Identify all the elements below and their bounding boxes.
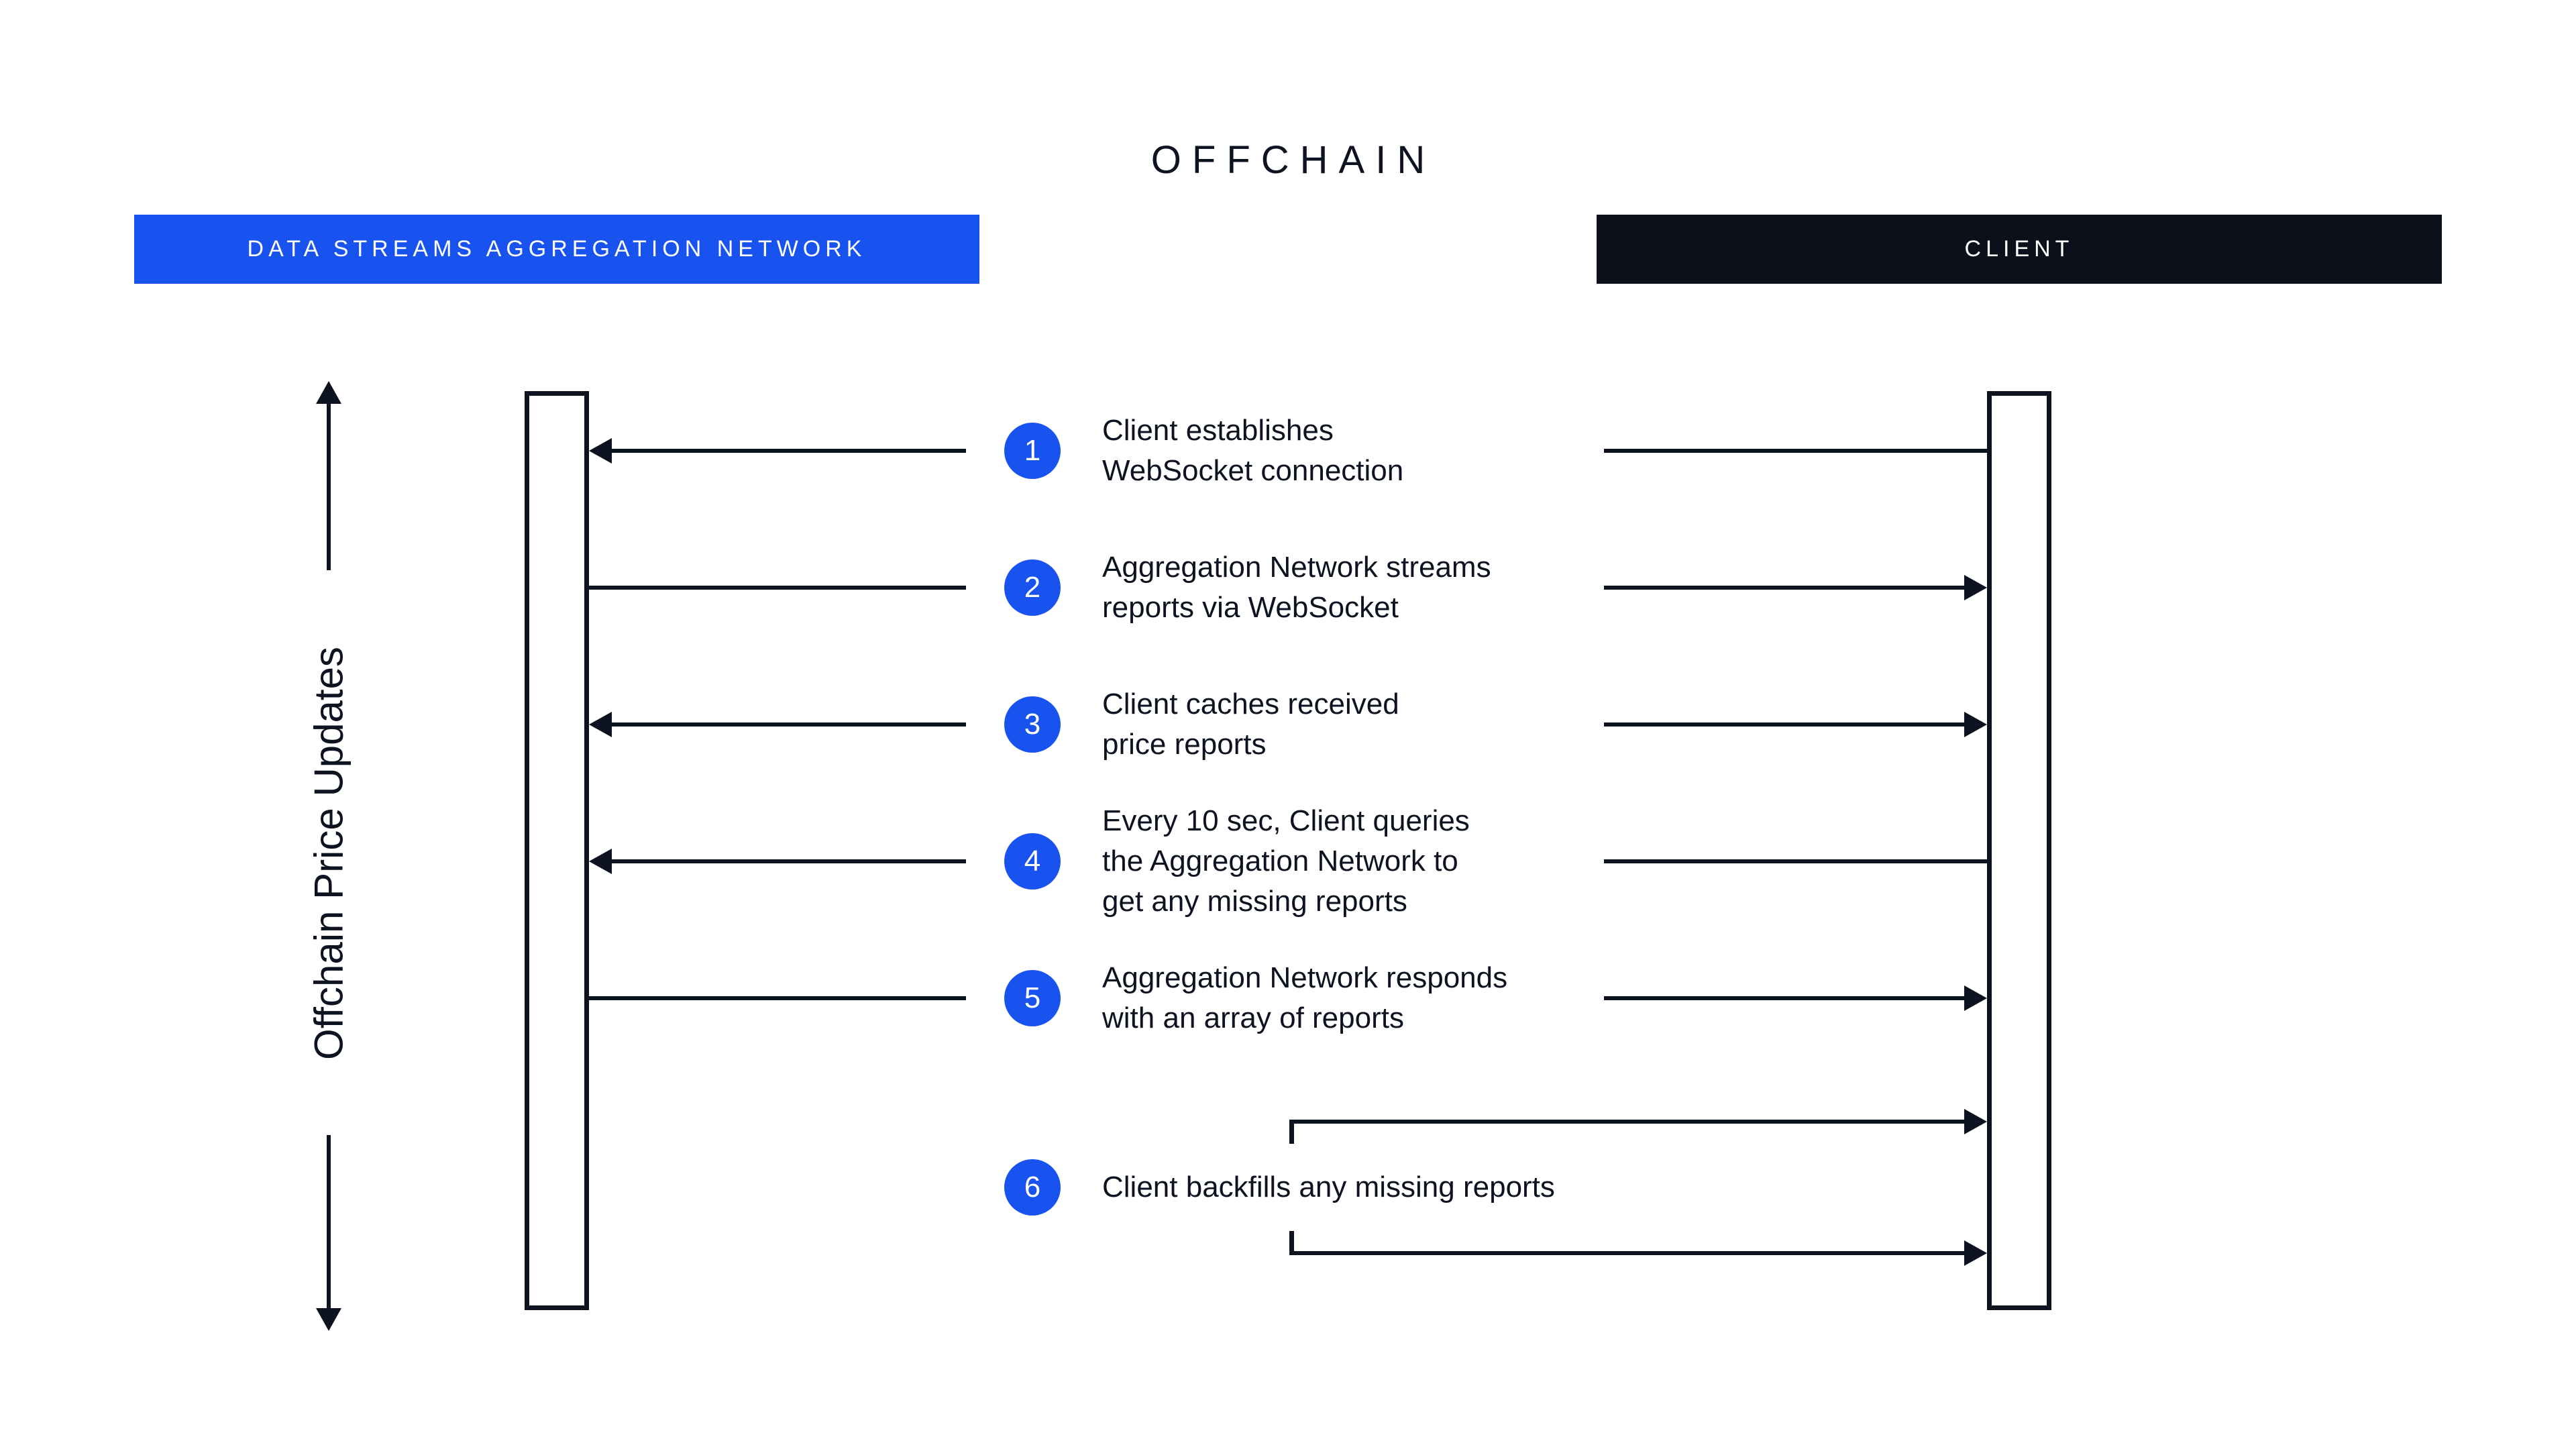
step-6-number: 6 xyxy=(1024,1171,1041,1203)
lifeline-client xyxy=(1987,391,2051,1310)
step-1-number: 1 xyxy=(1024,434,1041,467)
actor-client: CLIENT xyxy=(1597,215,2442,284)
step-3-number: 3 xyxy=(1024,708,1041,741)
actor-aggregation-network-label: DATA STREAMS AGGREGATION NETWORK xyxy=(247,236,867,262)
step-1-line-left xyxy=(609,449,966,453)
step-3-line-left xyxy=(609,722,966,727)
step-1-line-right xyxy=(1604,449,1987,453)
axis-up-arrow-line xyxy=(327,401,331,570)
step-6-arrowhead-bottom-icon xyxy=(1964,1240,1987,1266)
step-6-bracket-stub-top xyxy=(1289,1120,1294,1144)
step-2-line-right xyxy=(1604,586,1964,590)
step-2-text: Aggregation Network streams reports via … xyxy=(1102,551,1491,624)
step-2-arrowhead-right-icon xyxy=(1964,575,1987,600)
step-5-arrowhead-right-icon xyxy=(1964,985,1987,1011)
step-1-badge: 1 xyxy=(1004,423,1061,479)
step-6-bracket-stub-bottom xyxy=(1289,1231,1294,1255)
step-6-badge: 6 xyxy=(1004,1159,1061,1216)
step-5-line-right xyxy=(1604,996,1964,1000)
axis-down-arrow-line xyxy=(327,1135,331,1308)
step-5-line-left xyxy=(589,996,966,1000)
axis-label: Offchain Price Updates xyxy=(306,647,352,1060)
step-6-text: Client backfills any missing reports xyxy=(1102,1171,1555,1203)
step-5-text: Aggregation Network responds with an arr… xyxy=(1102,961,1508,1034)
step-3-text: Client caches received price reports xyxy=(1102,688,1399,761)
step-3-arrowhead-left-icon xyxy=(589,712,612,737)
step-2-badge: 2 xyxy=(1004,559,1061,616)
step-4-text: Every 10 sec, Client queries the Aggrega… xyxy=(1102,804,1470,918)
step-2-line-left xyxy=(589,586,966,590)
step-6-line-bottom xyxy=(1289,1251,1964,1255)
diagram-title: OFFCHAIN xyxy=(1150,138,1436,182)
step-1-arrowhead-left-icon xyxy=(589,438,612,464)
step-4-number: 4 xyxy=(1024,845,1041,877)
axis-down-arrow-icon xyxy=(316,1308,341,1331)
step-6-line-top xyxy=(1289,1120,1964,1124)
step-4-line-left xyxy=(609,859,966,863)
actor-client-label: CLIENT xyxy=(1964,236,2074,262)
step-3-badge: 3 xyxy=(1004,696,1061,753)
step-4-badge: 4 xyxy=(1004,833,1061,890)
step-3-line-right xyxy=(1604,722,1964,727)
step-4-arrowhead-left-icon xyxy=(589,849,612,874)
step-5-number: 5 xyxy=(1024,981,1041,1014)
step-5-badge: 5 xyxy=(1004,970,1061,1026)
step-2-number: 2 xyxy=(1024,571,1041,604)
step-6-arrowhead-top-icon xyxy=(1964,1109,1987,1134)
step-4-line-right xyxy=(1604,859,1987,863)
step-3-arrowhead-right-icon xyxy=(1964,712,1987,737)
actor-aggregation-network: DATA STREAMS AGGREGATION NETWORK xyxy=(134,215,979,284)
axis-up-arrow-icon xyxy=(316,381,341,404)
step-1-text: Client establishes WebSocket connection xyxy=(1102,414,1404,487)
lifeline-aggregation-network xyxy=(525,391,589,1310)
